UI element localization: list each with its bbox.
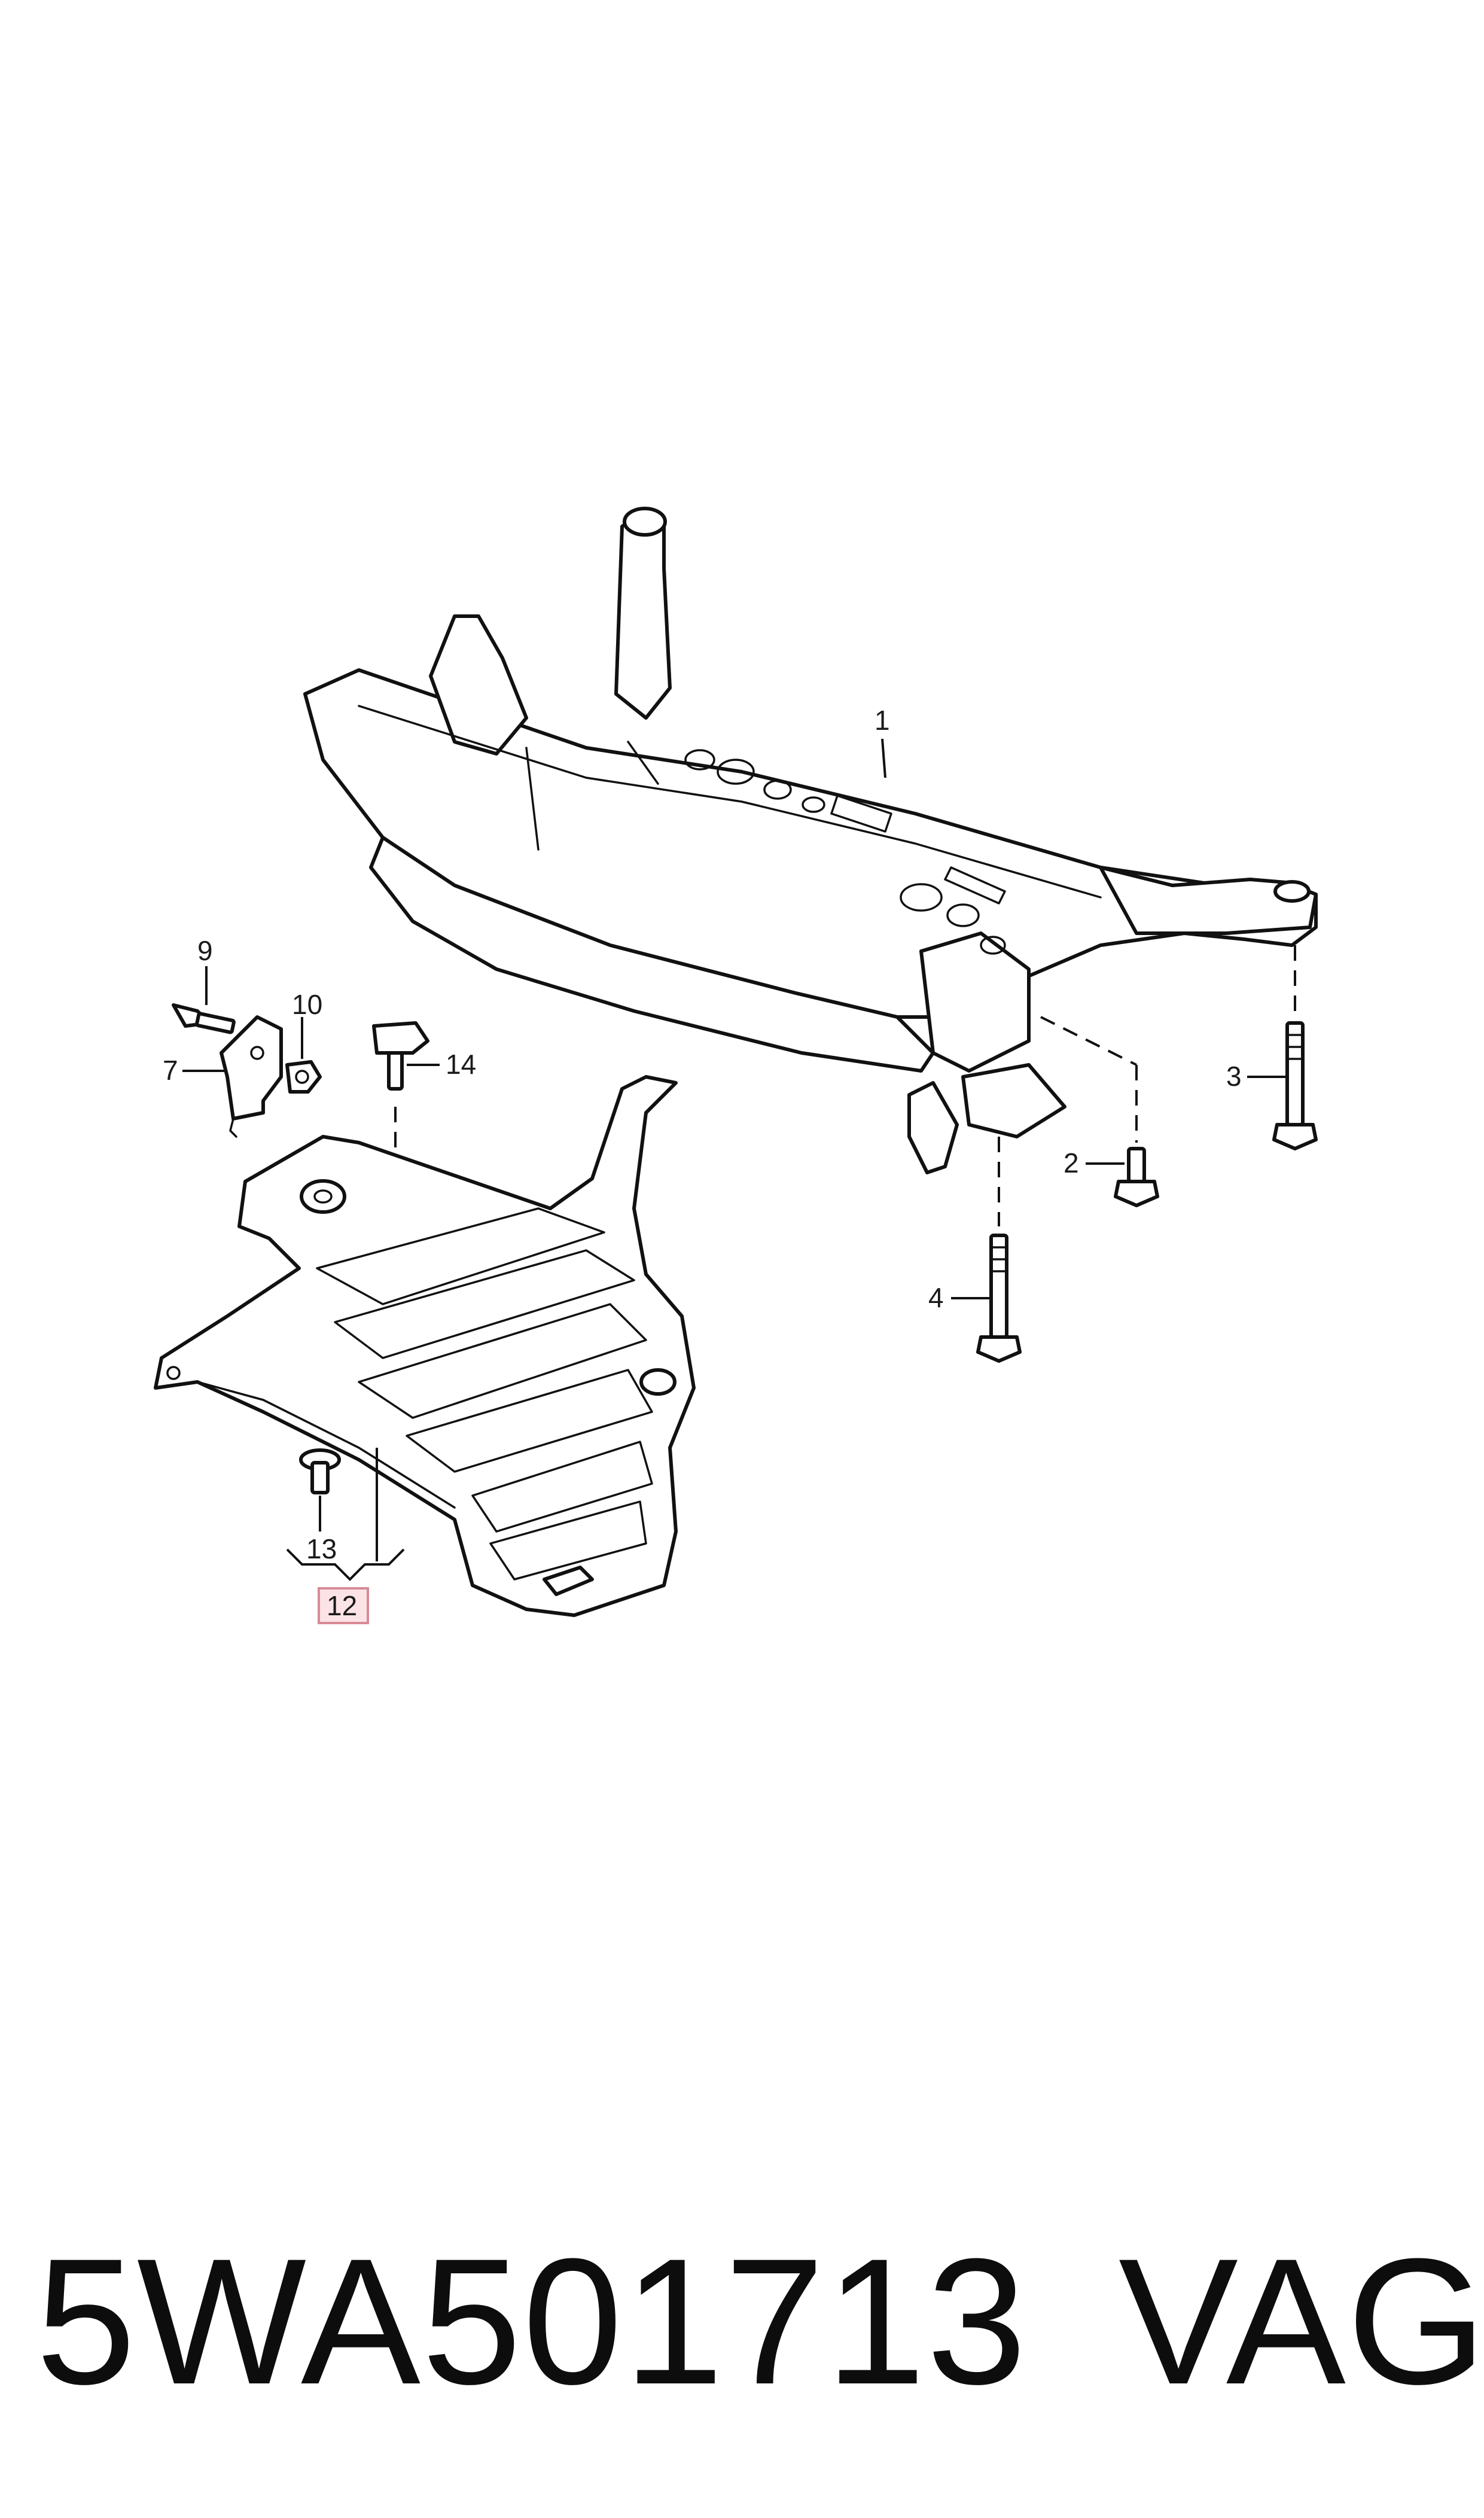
- clip-14: 14: [372, 1021, 476, 1173]
- callout-label-9: 9: [197, 935, 213, 966]
- bracket-7: 7: [163, 1015, 283, 1138]
- underbody-shield-12: [154, 1075, 696, 1617]
- footer: 5WA501713 VAG: [0, 2213, 1484, 2429]
- callout-label-4: 4: [928, 1282, 944, 1313]
- screw-13: 13: [299, 1448, 341, 1564]
- bolt-4: 4: [928, 1137, 1022, 1363]
- part-number: 5WA501713: [36, 2221, 1028, 2422]
- callout-label-13: 13: [306, 1533, 337, 1564]
- callout-1: 1: [874, 705, 890, 778]
- screw-9: 9: [172, 935, 236, 1034]
- callout-label-2: 2: [1064, 1147, 1079, 1179]
- rear-subframe: [303, 507, 1318, 1174]
- callout-label-10: 10: [292, 989, 322, 1020]
- brand: VAG: [1119, 2221, 1484, 2422]
- callout-label-12: 12: [327, 1590, 357, 1621]
- parts-diagram: 1 3 2 4 7 9: [154, 507, 1318, 1624]
- nut-10: 10: [285, 989, 322, 1094]
- callout-label-3: 3: [1226, 1061, 1242, 1092]
- bolt-2: 2: [1040, 1016, 1159, 1207]
- callout-label-7: 7: [163, 1055, 178, 1086]
- callout-label-14: 14: [446, 1049, 476, 1080]
- bolt-3: 3: [1226, 945, 1318, 1150]
- callout-12: 12: [286, 1448, 405, 1624]
- highlight-box-12: [318, 1587, 369, 1624]
- callout-label-1: 1: [874, 705, 890, 736]
